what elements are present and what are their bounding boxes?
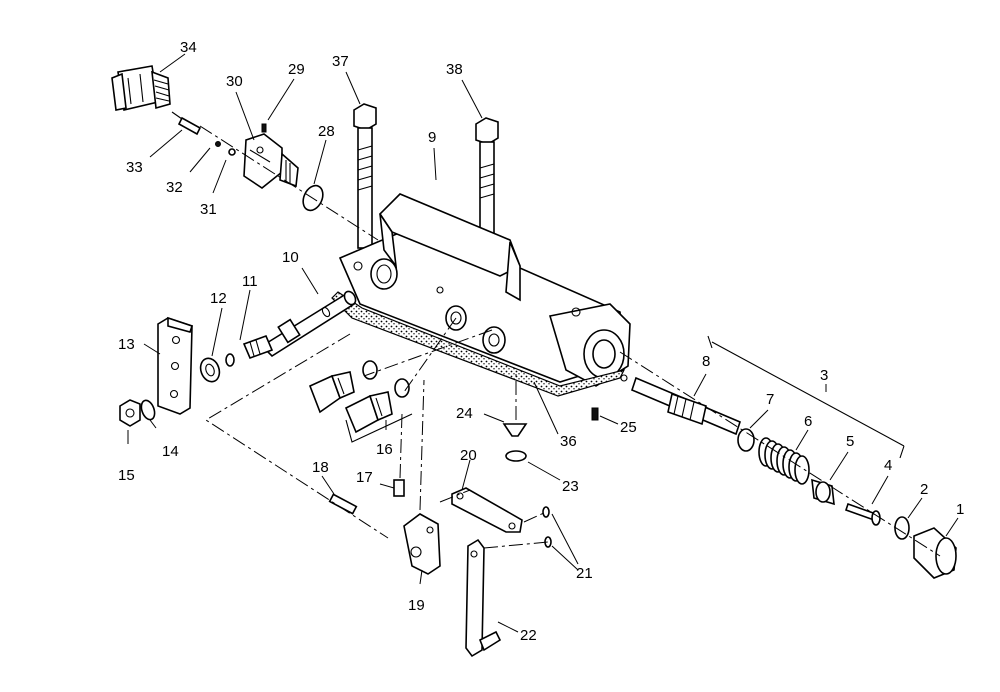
callout-9: 9	[428, 129, 436, 146]
part-37-bolt	[353, 103, 377, 249]
part-18-pin	[328, 493, 358, 515]
part-16-bracket	[345, 413, 413, 443]
part-12-washer	[199, 357, 221, 383]
part-11-ring	[225, 353, 235, 367]
callout-10: 10	[282, 249, 299, 266]
part-31-ring	[228, 148, 236, 156]
part-23-washer	[505, 450, 527, 462]
callout-15: 15	[118, 467, 135, 484]
callout-3: 3	[820, 367, 828, 384]
part-1-plug	[913, 527, 957, 579]
callout-5: 5	[846, 433, 854, 450]
callout-36: 36	[560, 433, 577, 450]
part-7-washer	[737, 428, 755, 452]
callout-31: 31	[200, 201, 217, 218]
callout-38: 38	[446, 61, 463, 78]
callout-37: 37	[332, 53, 349, 70]
part-33-pin	[171, 111, 202, 136]
part-19-lever	[403, 513, 441, 575]
callout-4: 4	[884, 457, 892, 474]
part-3-assembly-bracket	[707, 335, 905, 459]
part-15-nut	[119, 399, 141, 427]
callout-22: 22	[520, 627, 537, 644]
part-32-ball	[215, 141, 221, 147]
callout-7: 7	[766, 391, 774, 408]
callout-32: 32	[166, 179, 183, 196]
callout-14: 14	[162, 443, 179, 460]
assembly-center-lines	[199, 125, 941, 557]
part-22-arm	[465, 538, 502, 658]
callout-12: 12	[210, 290, 227, 307]
callout-33: 33	[126, 159, 143, 176]
callout-17: 17	[356, 469, 373, 486]
part-16-seal-lower	[394, 378, 410, 398]
part-21-clip-upper	[542, 506, 550, 518]
part-16-seal-upper	[362, 360, 378, 380]
callout-23: 23	[562, 478, 579, 495]
part-30-fitting	[243, 133, 299, 189]
callout-21: 21	[576, 565, 593, 582]
part-16-plug-upper	[308, 371, 355, 414]
part-16-plug-lower	[344, 391, 393, 434]
callout-13: 13	[118, 336, 135, 353]
callout-1: 1	[956, 501, 964, 518]
part-14-washer	[140, 399, 156, 421]
callout-8: 8	[702, 353, 710, 370]
callout-leader-lines	[127, 53, 959, 633]
callout-34: 34	[180, 39, 197, 56]
part-20-link	[451, 487, 523, 533]
part-11-spool-end	[242, 334, 274, 360]
callout-18: 18	[312, 459, 329, 476]
callout-6: 6	[804, 413, 812, 430]
part-24-check	[502, 423, 528, 437]
callout-29: 29	[288, 61, 305, 78]
part-9-valve-body	[338, 193, 631, 387]
callout-11: 11	[242, 273, 258, 290]
callout-30: 30	[226, 73, 243, 90]
part-6-spring	[758, 437, 810, 485]
part-10-spool	[260, 290, 357, 358]
part-2-o-ring	[894, 516, 910, 540]
callout-24: 24	[456, 405, 473, 422]
callout-2: 2	[920, 481, 928, 498]
part-5-cup	[811, 478, 835, 506]
part-13-plate	[157, 316, 194, 415]
callout-25: 25	[620, 419, 637, 436]
part-29-screw	[261, 123, 267, 133]
part-8-spool	[620, 374, 741, 436]
part-17-plug	[393, 479, 405, 497]
callout-19: 19	[408, 597, 425, 614]
callout-20: 20	[460, 447, 477, 464]
part-34-switch	[111, 65, 171, 111]
callout-28: 28	[318, 123, 335, 140]
callout-labels: 34 33 32 31 30 29 28 37 38 9 10 11 12 13…	[118, 39, 964, 644]
callout-16: 16	[376, 441, 393, 458]
part-25-pin	[591, 407, 599, 421]
